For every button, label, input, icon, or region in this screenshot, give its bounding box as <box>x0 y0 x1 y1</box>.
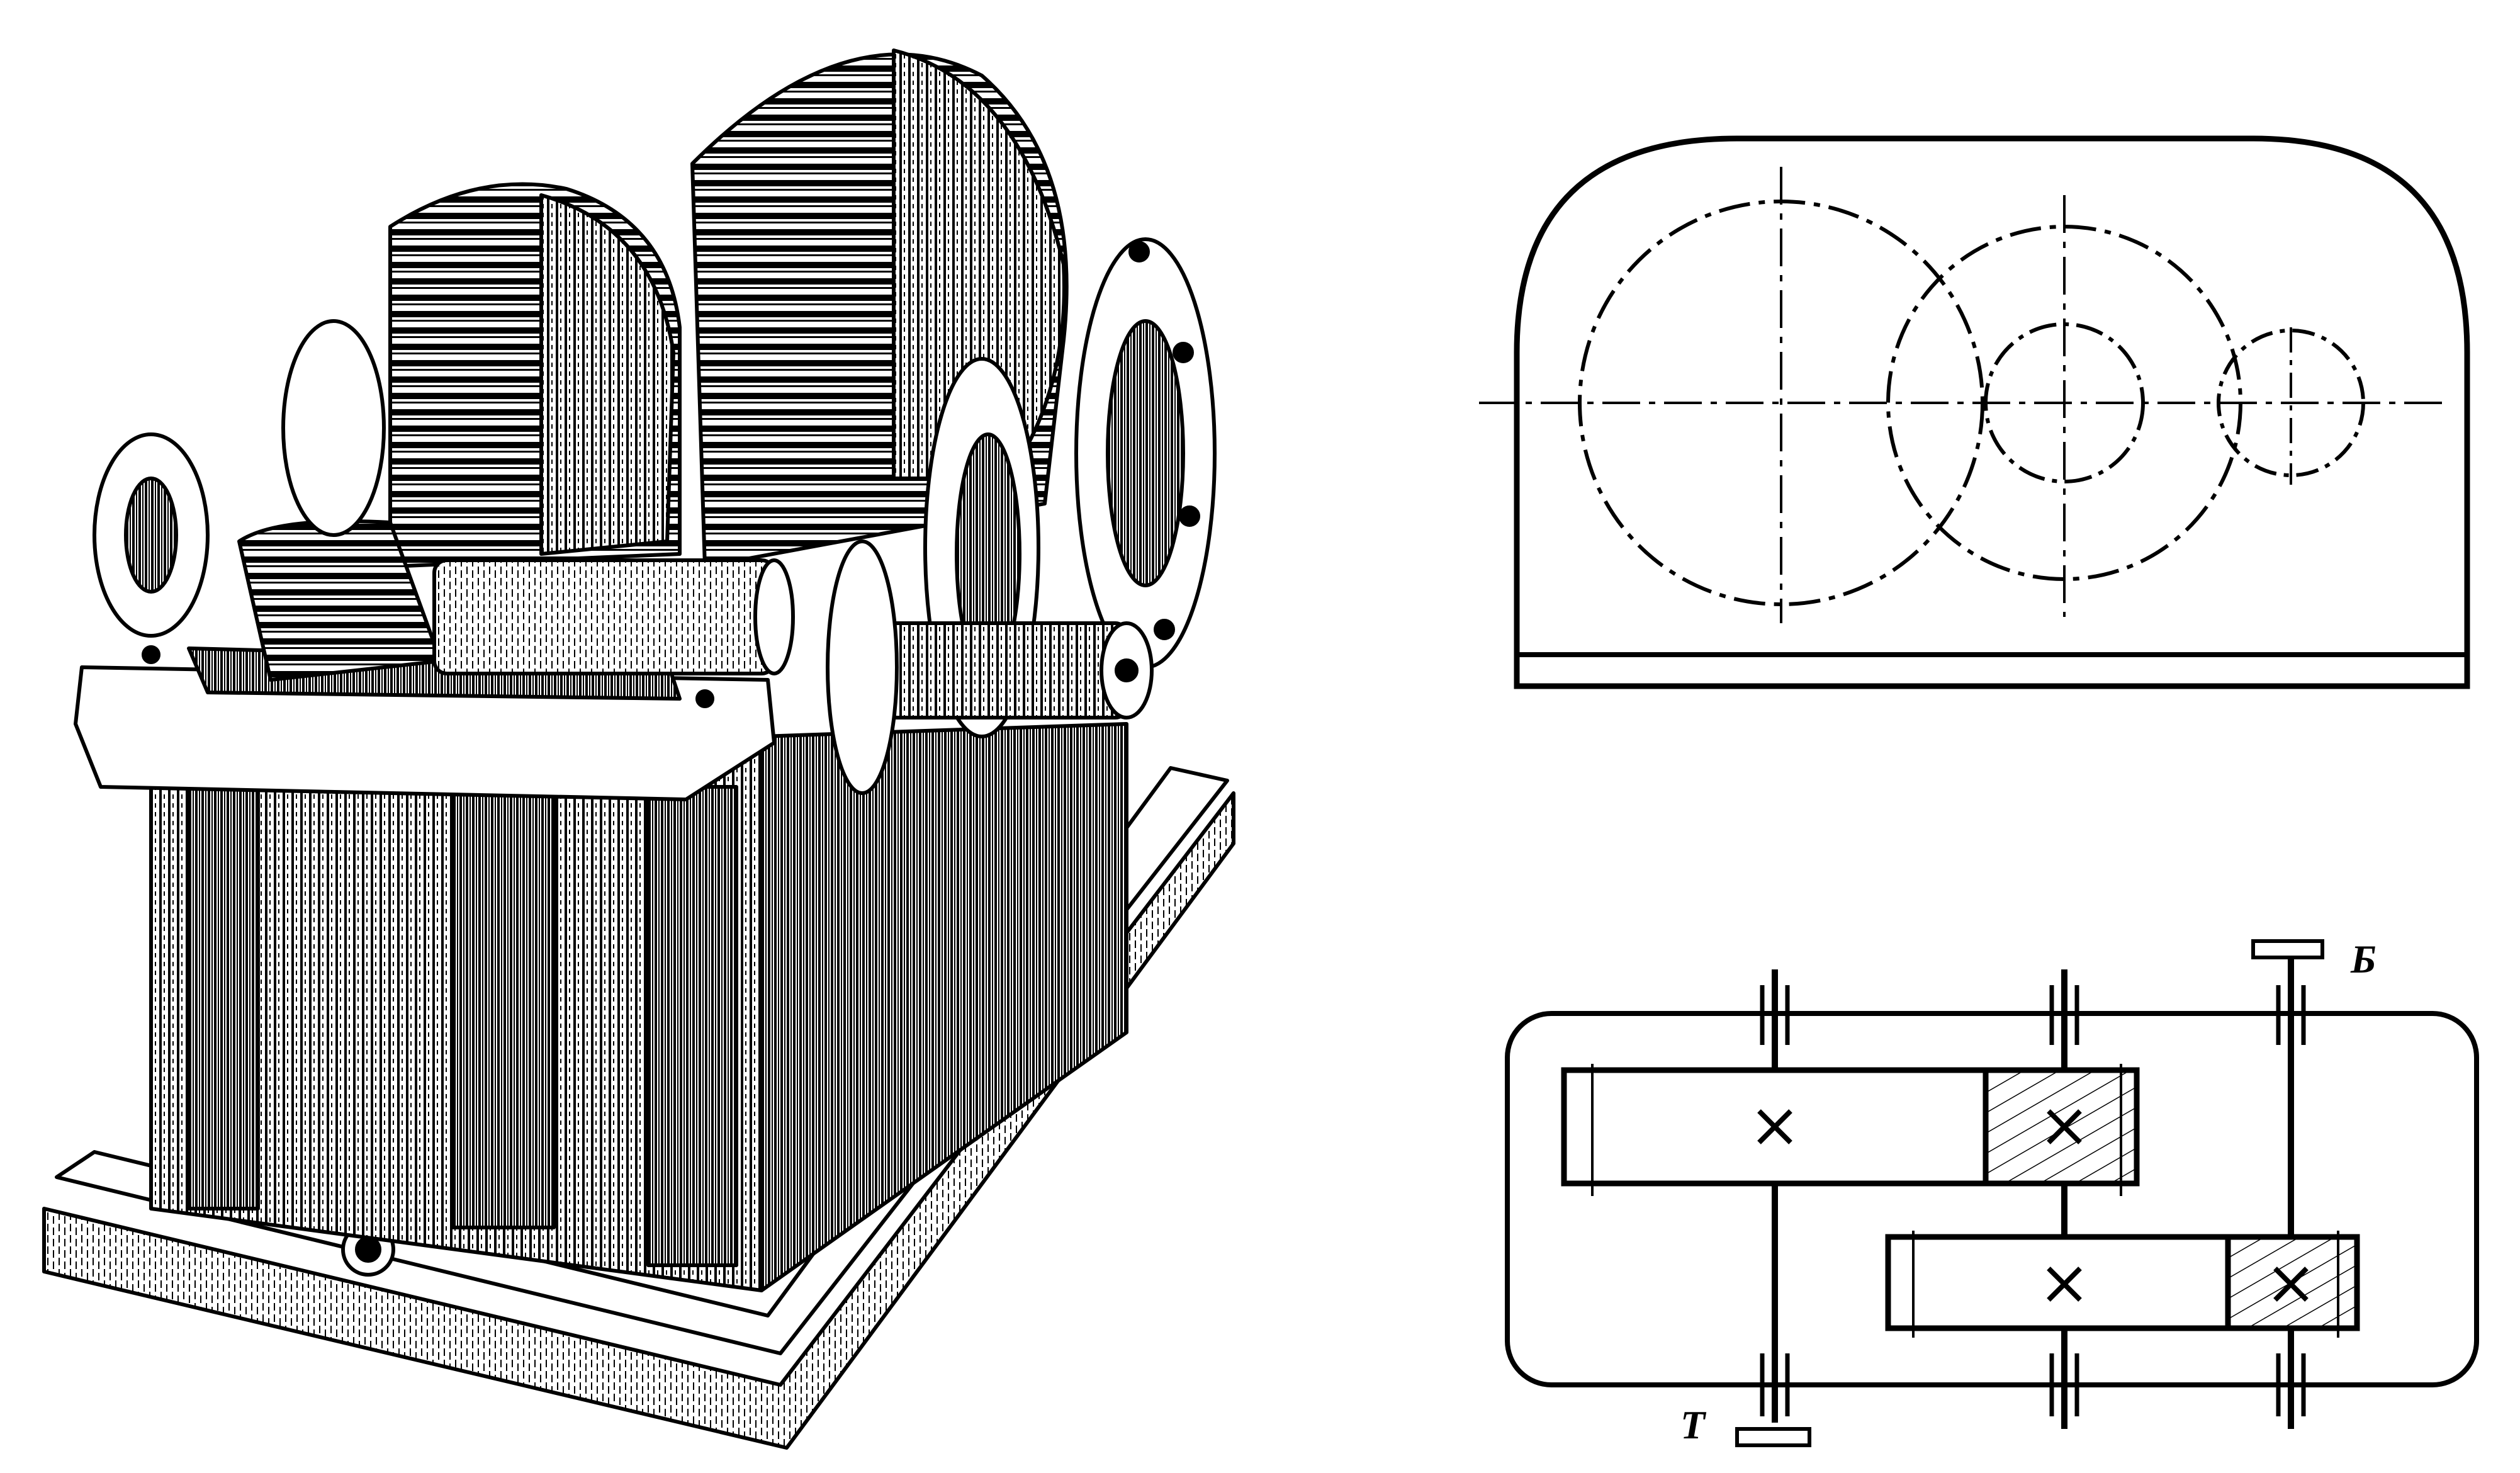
large-gear-circle <box>1578 200 1984 606</box>
intermediate-pinion-circle <box>1984 322 2145 483</box>
fixed-on-shaft-marks <box>1757 1109 2309 1302</box>
output-shaft-coupling <box>1735 1427 1811 1447</box>
output-shaft-label: Т <box>1680 1402 1707 1447</box>
housing-lower-side <box>760 722 1128 1292</box>
reducer-front-view <box>1479 135 2470 689</box>
base-plate <box>42 791 1235 1450</box>
housing-rib <box>187 753 260 1211</box>
bearing-cover-left <box>281 319 386 537</box>
input-shaft-label: Б <box>2350 937 2377 981</box>
housing-flange <box>74 665 776 801</box>
intermediate-gear-circle <box>1886 225 2242 581</box>
intermediate-gear-block <box>1885 1234 2231 1331</box>
housing-outline <box>1514 135 2470 689</box>
kinematic-scheme <box>1505 939 2479 1447</box>
bearings-top <box>1760 985 2306 1045</box>
housing-rib <box>451 772 556 1229</box>
reducer-perspective-drawing <box>42 48 1235 1450</box>
bearings-bottom <box>1760 1353 2306 1416</box>
output-seal <box>826 539 899 795</box>
intermediate-shaft <box>432 558 776 675</box>
input-pinion-circle <box>2217 329 2365 477</box>
input-shaft-coupling <box>2251 939 2324 959</box>
output-shaft <box>873 621 1128 720</box>
housing-rib <box>646 785 738 1267</box>
